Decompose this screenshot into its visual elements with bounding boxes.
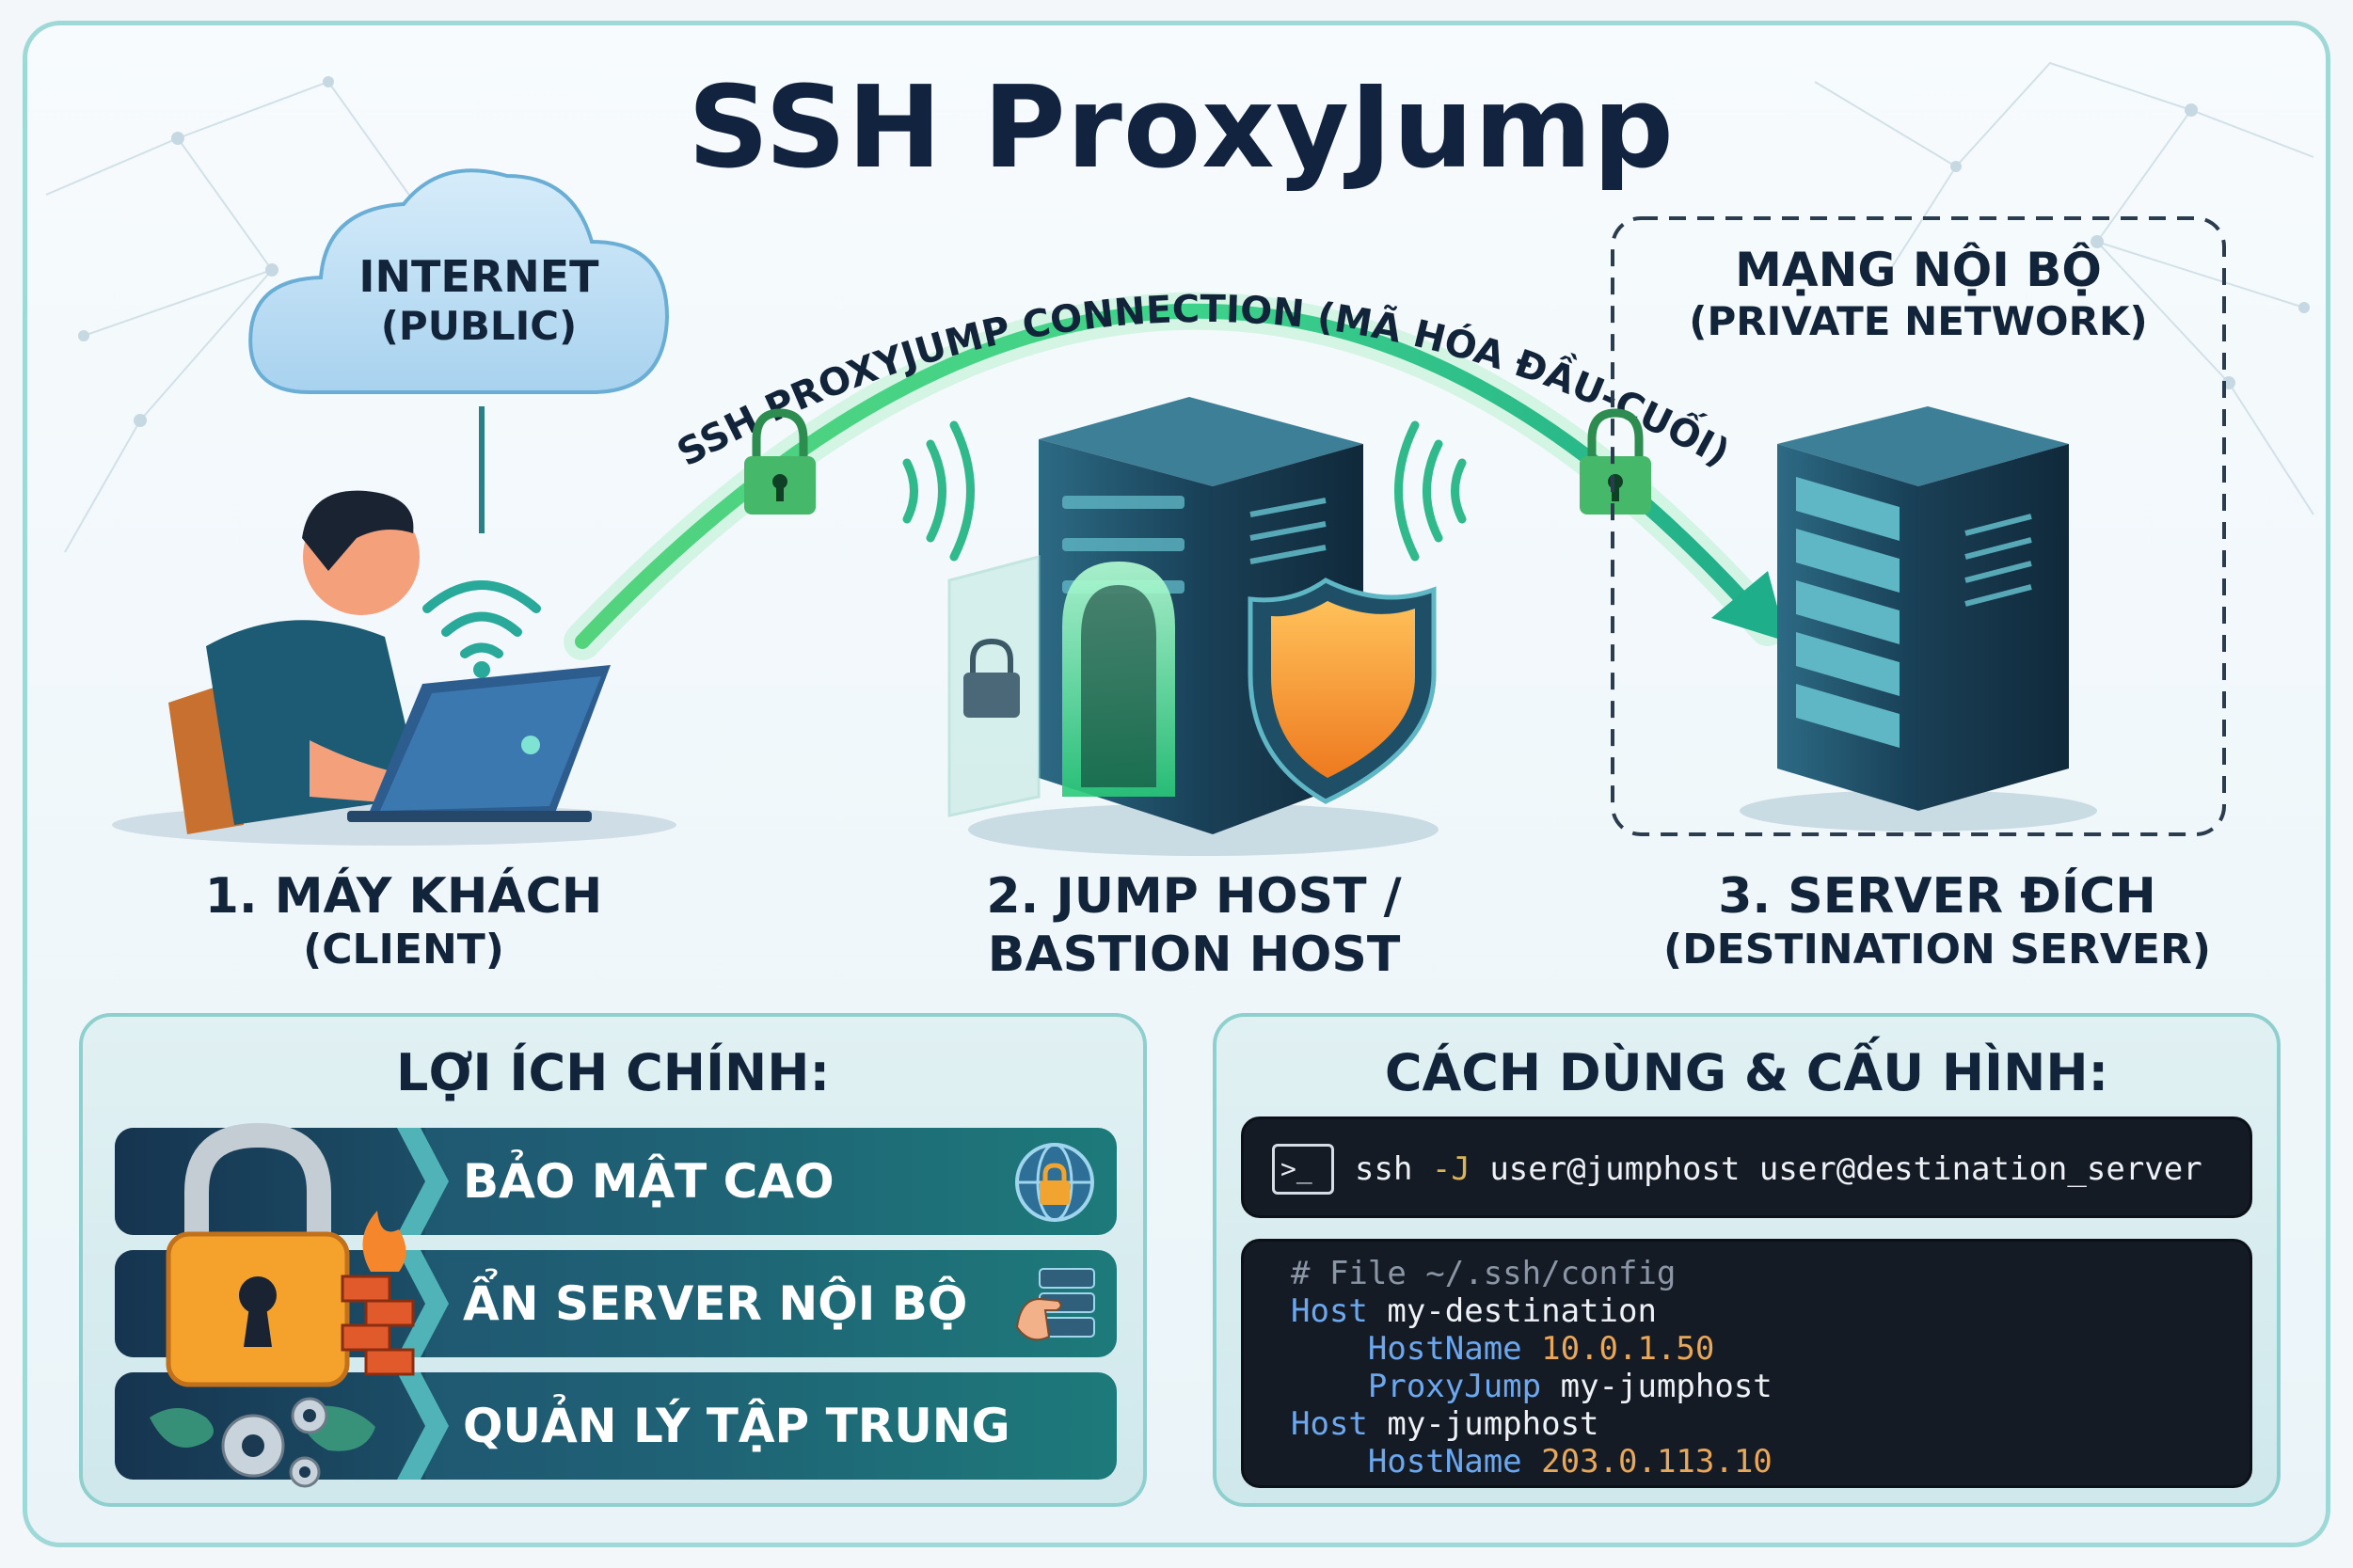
config-terminal: # File ~/.ssh/config Host my-destination… [1241,1239,2252,1488]
network-scene: SSH PROXYJUMP CONNECTION (MÃ HÓA ĐẦU-CUỐ… [112,168,2226,856]
signal-waves-icon [902,420,975,562]
config-value: 203.0.113.10 [1521,1443,1773,1481]
wifi-icon [422,580,541,678]
config-keyword: Host [1291,1292,1368,1330]
lock-icon [744,408,816,515]
cloud-label: INTERNET (PUBLIC) [310,251,648,351]
config-value: my-destination [1367,1292,1657,1330]
node-destination-label: 3. SERVER ĐÍCH (DESTINATION SERVER) [1627,867,2248,975]
config-keyword: HostName [1367,1330,1522,1368]
command-terminal: >_ ssh -J user@jumphost user@destination… [1241,1117,2252,1218]
chevron-right-icon [397,1128,449,1235]
private-network-subtitle: (PRIVATE NETWORK) [1689,298,2148,344]
lock-icon [1580,408,1651,515]
config-value: my-jumphost [1367,1405,1599,1443]
config-value: 10.0.1.50 [1521,1330,1715,1368]
node-client-label: 1. MÁY KHÁCH (CLIENT) [168,867,639,975]
benefits-title: LỢI ÍCH CHÍNH: [395,1043,831,1102]
config-keyword: ProxyJump [1367,1368,1542,1405]
ssh-command: ssh -J user@jumphost user@destination_se… [1355,1119,2202,1219]
private-network-boundary [1611,216,2226,836]
config-comment: # File ~/.ssh/config [1291,1255,1677,1292]
config-keyword: Host [1291,1405,1368,1443]
config-value: my-jumphost [1541,1368,1773,1405]
gears-map-icon [150,1397,375,1488]
hand-server-icon [1015,1268,1095,1341]
terminal-prompt-icon: >_ [1272,1144,1334,1195]
command-prefix: ssh [1355,1150,1432,1188]
cloud-title: INTERNET [358,251,599,302]
config-keyword: HostName [1367,1443,1522,1481]
command-flag: -J [1431,1150,1471,1188]
node-jumphost-subtitle: BASTION HOST [987,927,1401,984]
globe-lock-icon [1015,1143,1094,1222]
ssh-config-code: # File ~/.ssh/config Host my-destination… [1291,1255,1773,1481]
node-client-title: 1. MÁY KHÁCH [204,868,603,925]
usage-title: CÁCH DÙNG & CẤU HÌNH: [1384,1043,2109,1102]
node-jumphost-label: 2. JUMP HOST / BASTION HOST [930,867,1457,985]
signal-waves-icon [1394,420,1467,562]
command-args: user@jumphost user@destination_server [1470,1150,2202,1188]
benefit-item-centralized: QUẢN LÝ TẬP TRUNG [115,1372,1117,1480]
destination-server-icon [1740,406,2097,832]
diagram-frame: SSH ProxyJump [23,21,2330,1547]
node-destination-subtitle: (DESTINATION SERVER) [1663,926,2211,974]
private-network-label: MẠNG NỘI BỘ (PRIVATE NETWORK) [1627,242,2210,345]
benefit-label: ẨN SERVER NỘI BỘ [463,1276,968,1331]
internet-cloud-icon [248,168,670,533]
node-destination-title: 3. SERVER ĐÍCH [1718,868,2156,925]
benefit-label: QUẢN LÝ TẬP TRUNG [463,1399,1010,1453]
background-network-pattern [45,61,2314,553]
node-client-subtitle: (CLIENT) [303,926,504,974]
jump-host-server-icon [947,397,1439,856]
chevron-right-icon [397,1250,449,1357]
benefit-label: BẢO MẬT CAO [463,1154,835,1209]
chevron-right-icon [397,1372,449,1480]
cloud-subtitle: (PUBLIC) [380,303,578,350]
private-network-title: MẠNG NỘI BỘ [1735,243,2102,297]
padlock-firewall-icon [166,1122,415,1387]
node-jumphost-title: 2. JUMP HOST / [986,868,1402,925]
client-person-illustration [112,490,676,846]
page-title: SSH ProxyJump [688,63,1675,194]
